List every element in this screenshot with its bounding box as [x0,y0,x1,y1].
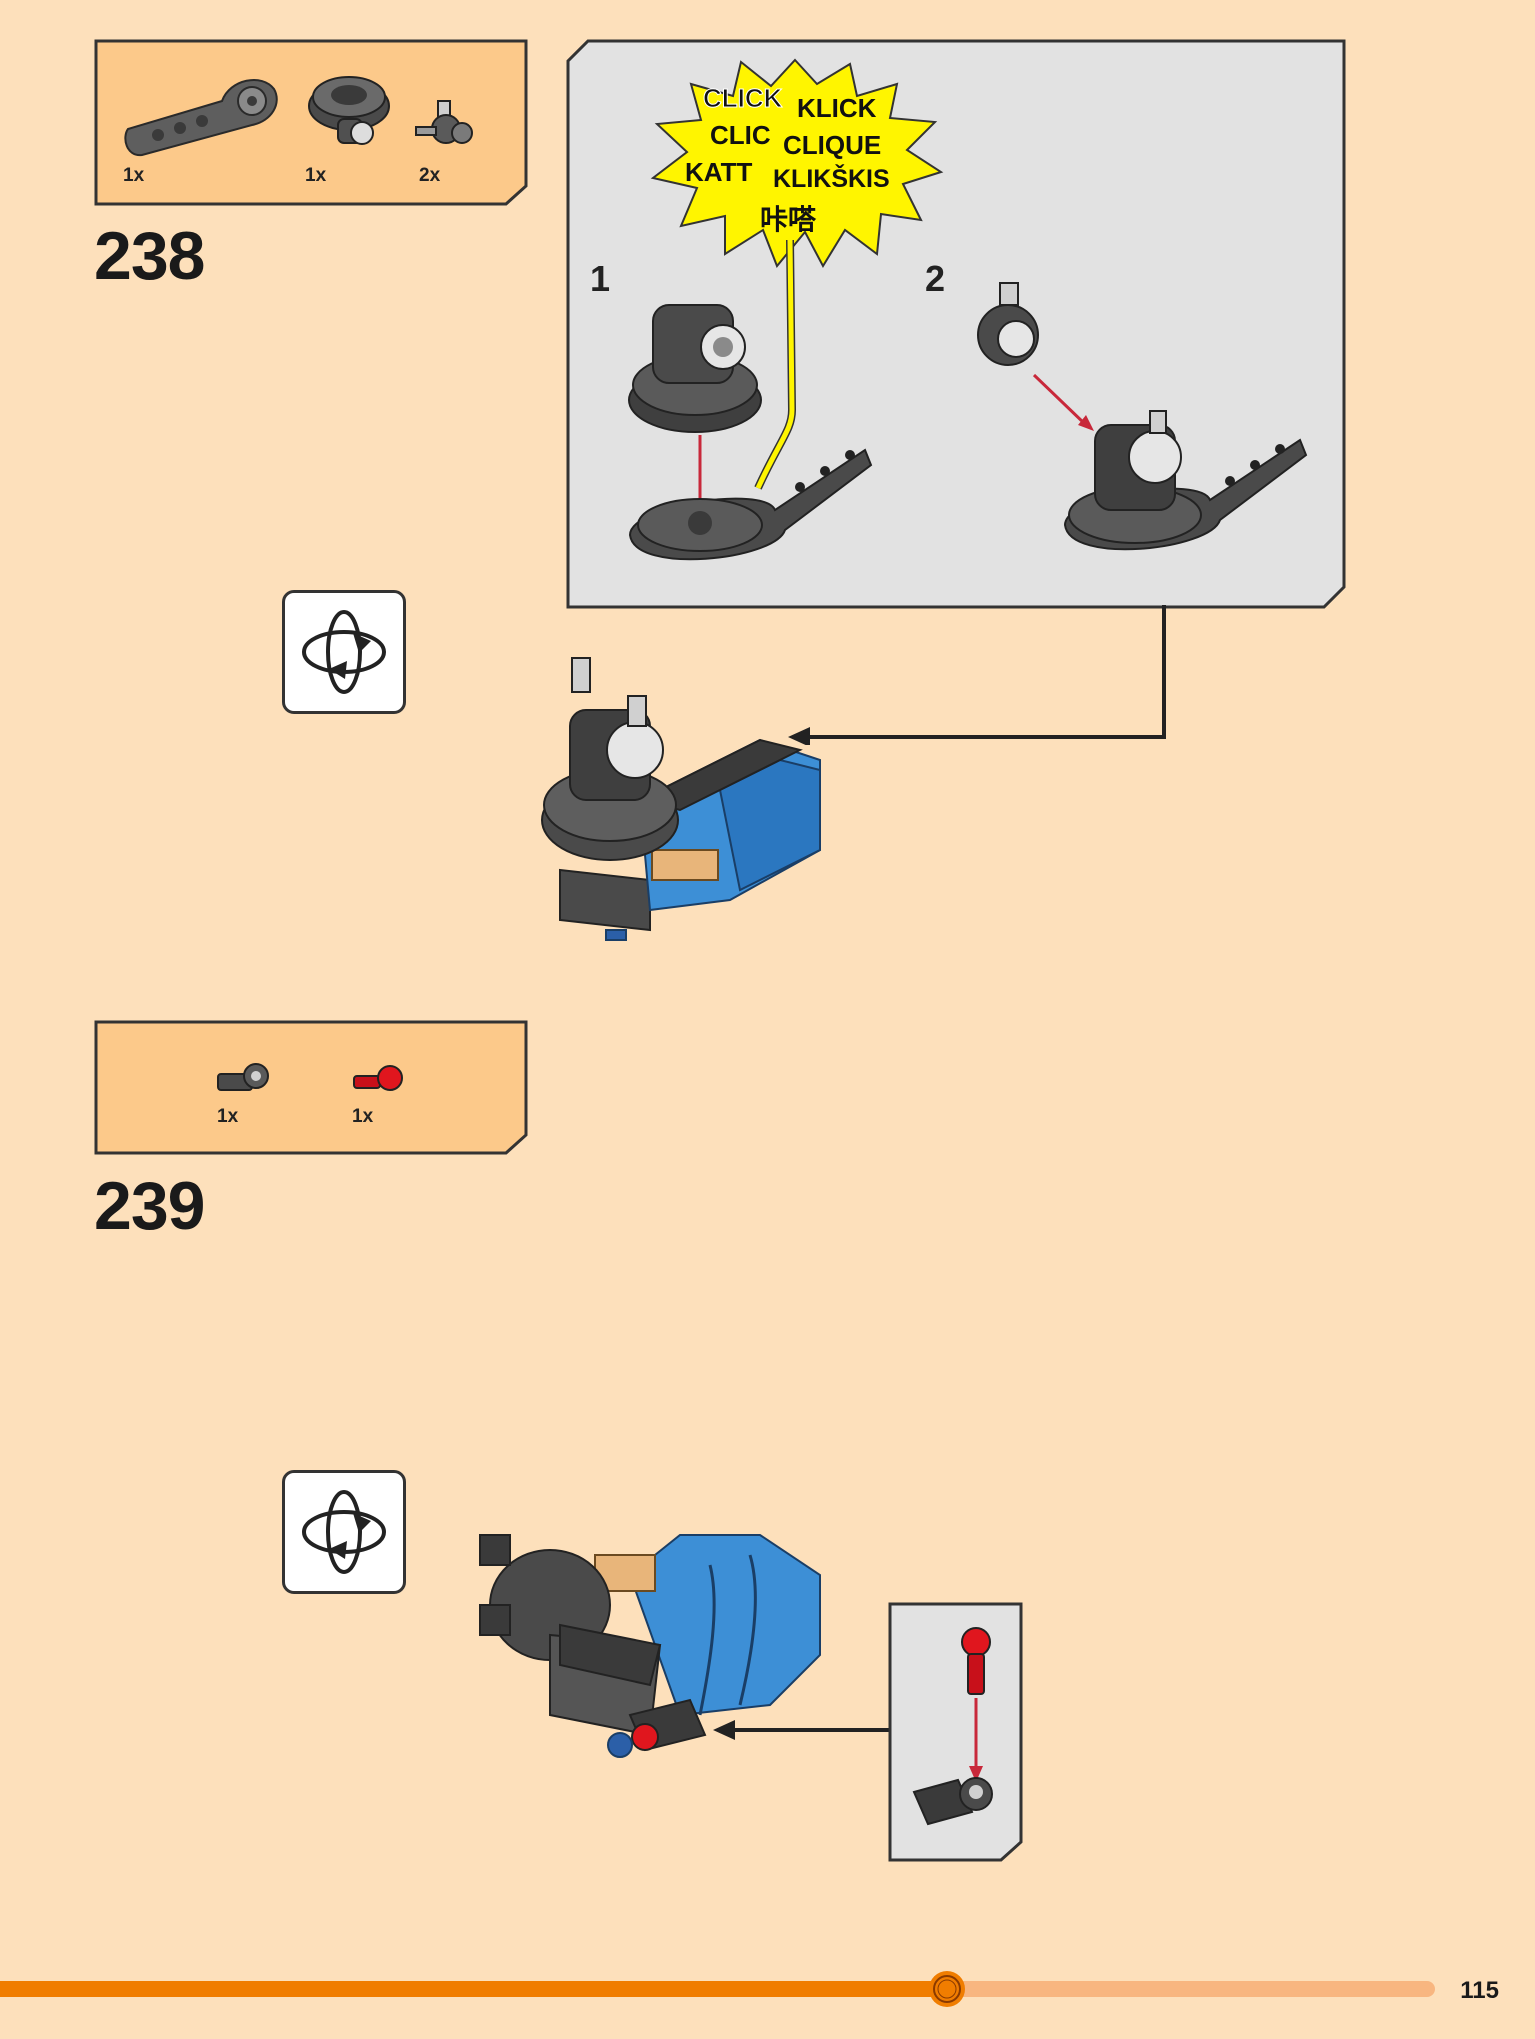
axle-connector-part-icon [217,1063,269,1091]
step-239-pointer-arrow [713,1720,889,1740]
part-qty-ball-joint: 2x [419,165,441,186]
progress-bar-done [0,1981,947,1997]
callout-pointer-arrow [788,605,1166,745]
click-word-fr2: CLIQUE [783,130,882,160]
click-word-dk: KATT [685,157,753,187]
step-number-239: 239 [94,1168,205,1244]
substep-number-1: 1 [590,258,611,299]
substep-1-assembly-graphic [628,304,873,561]
parts-box-step-239: 1x 1x [94,1020,528,1155]
technic-arm-part-icon [124,79,278,157]
click-burst-icon [650,58,944,269]
click-word-zh: 咔嗒 [760,203,817,236]
step-239-callout-panel [888,1602,1023,1862]
progress-knob-icon [927,1969,967,2009]
model-after-step-238 [541,657,821,941]
substep-number-2: 2 [925,258,946,299]
step-number-238: 238 [94,218,205,294]
turntable-part-icon [308,76,390,145]
rotate-model-icon-2 [282,1470,406,1594]
page-number: 115 [1460,1977,1499,2004]
rotate-model-icon [282,590,406,714]
click-pointer-line [754,240,797,490]
click-word-de: KLICK [797,93,877,123]
ball-joint-part-icon [415,100,473,144]
substep-2-assembly-graphic [977,282,1308,551]
click-word-lt: KLIKŠKIS [773,165,890,193]
model-after-step-239 [479,1534,821,1758]
part-qty-arm: 1x [123,165,145,186]
part-qty-axle-connector: 1x [217,1106,239,1127]
click-word-fr: CLIC [710,120,771,150]
part-qty-turntable: 1x [305,165,327,186]
part-qty-red-ball-pin: 1x [352,1106,374,1127]
parts-box-step-238: 1x 1x 2x [94,39,528,206]
click-word-en: CLICK [702,83,783,114]
progress-bar [0,1971,1435,2007]
red-ball-pin-part-icon [353,1065,403,1091]
